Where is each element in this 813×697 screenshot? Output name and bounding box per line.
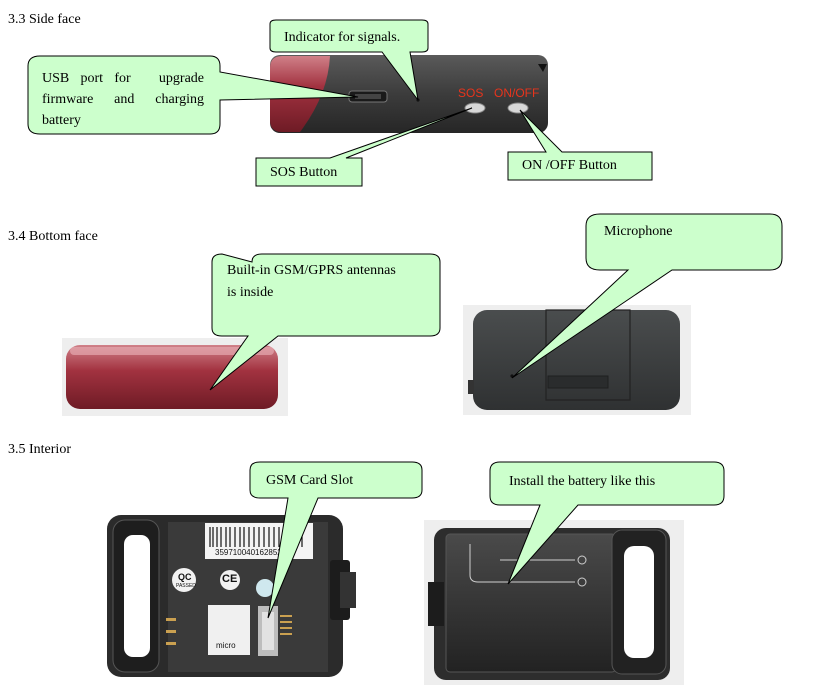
qc-label: QC [178,572,192,582]
interior-battery-photo [424,520,684,685]
micro-sd-label: micro [216,641,236,650]
heading-bottom-face: 3.4 Bottom face [8,229,98,244]
callout-usb-shape [27,55,359,135]
callout-battery-text: Install the battery like this [509,474,656,489]
callout-indicator-text: Indicator for signals. [284,30,401,45]
callout-antenna-shape [209,253,441,391]
device-onoff-label: ON/OFF [494,86,540,100]
heading-interior: 3.5 Interior [8,442,71,457]
callout-antenna-line2: is inside [227,285,274,300]
ce-mark: CE [222,573,238,585]
callout-microphone-shape [511,213,783,379]
callout-onoff-text: ON /OFF Button [522,158,617,173]
callout-usb-line3: battery [42,113,81,128]
bottom-face-dark-photo [463,305,691,415]
callout-onoff-shape [507,109,653,181]
callout-gsm-shape [249,461,423,619]
qc-sub-label: PASSED [176,583,196,589]
callout-usb-line2: firmware and charging [42,92,204,107]
callout-battery-shape [489,461,725,585]
imei-label: 359710040162852 [215,548,282,557]
callout-gsm-text: GSM Card Slot [266,473,354,488]
callout-indicator-shape [269,19,429,101]
callout-usb-line1: USB port for upgrade [42,71,204,86]
callout-antenna-line1: Built-in GSM/GPRS antennas [227,263,396,278]
heading-side-face: 3.3 Side face [8,12,81,27]
device-sos-label: SOS [458,86,484,100]
side-face-photo [270,55,548,133]
callout-sos-text: SOS Button [270,165,338,180]
bottom-face-red-photo [62,338,288,416]
callout-sos-shape [255,107,473,187]
callout-microphone-text: Microphone [604,224,673,239]
